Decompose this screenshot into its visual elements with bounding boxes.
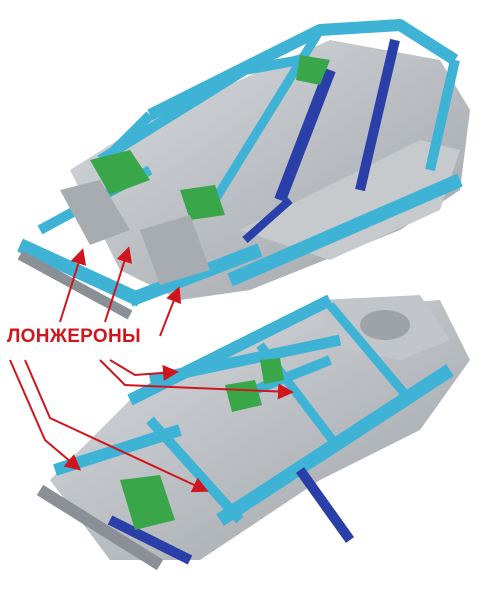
car-body-top-view [17,19,470,320]
arrow-lower-center-a [99,359,294,400]
arrow-upper-left [59,248,87,323]
annotation-arrows [9,246,294,493]
arrow-lower-right [24,359,209,493]
arrow-upper-right [159,286,182,337]
arrow-lower-left [9,359,82,471]
arrow-lower-center-b [109,359,179,381]
longerons-label: ЛОНЖЕРОНЫ [7,326,141,347]
arrow-upper-mid [104,246,132,323]
